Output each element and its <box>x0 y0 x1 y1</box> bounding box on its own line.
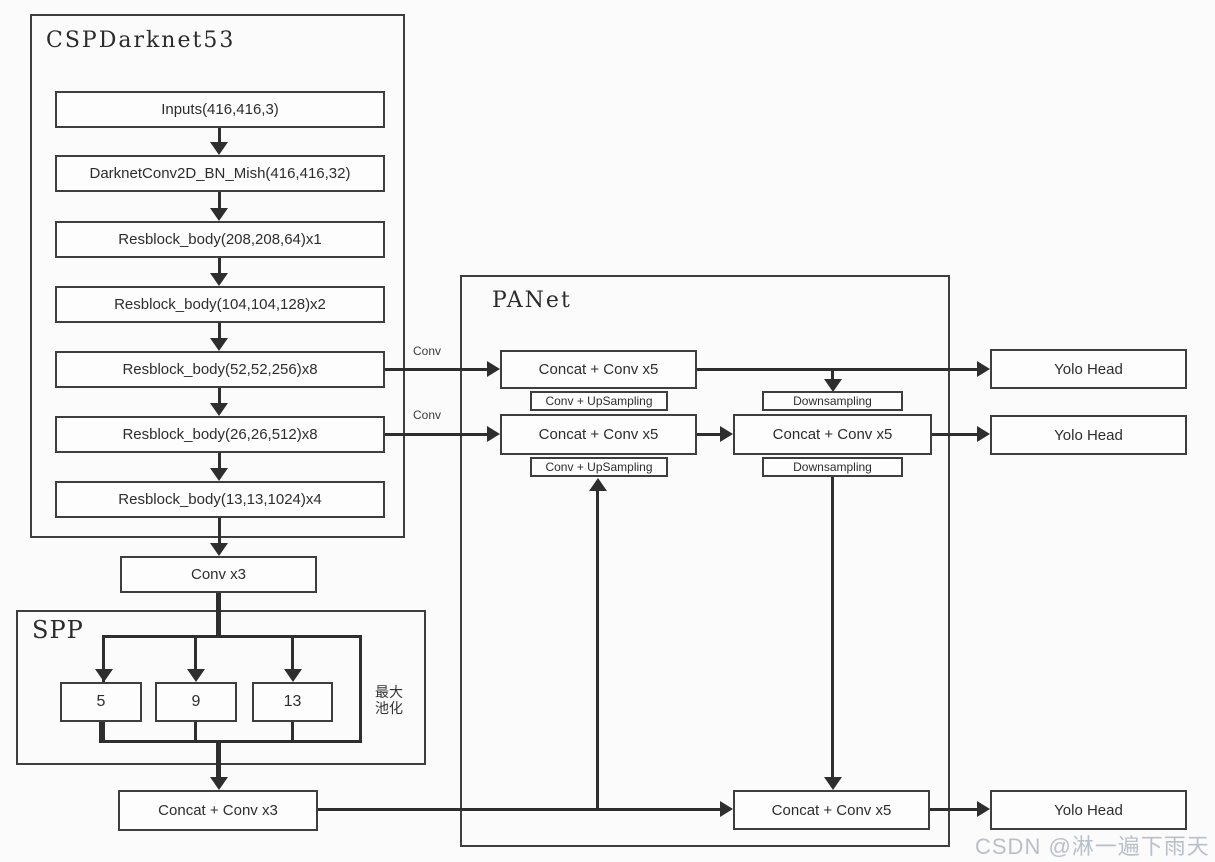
bottom-flow-line <box>318 808 722 811</box>
spp-pool-5-box: 5 <box>60 682 142 722</box>
arrow-down-icon <box>210 777 228 790</box>
branch-to-downsampling-line <box>831 368 834 380</box>
conv3-to-spp-line <box>216 593 221 635</box>
downsampling-to-bottom-line <box>831 477 834 778</box>
p3-to-head-line <box>697 368 978 371</box>
spp-merge-line <box>291 722 294 743</box>
spp-merge-line <box>194 722 197 743</box>
max-pooling-note-line2: 池化 <box>375 700 403 717</box>
arrow-down-icon <box>210 142 228 155</box>
spp-pool-13-box: 13 <box>252 682 333 722</box>
max-pooling-note: 最大 池化 <box>375 684 403 716</box>
arrow-down-icon <box>95 669 113 682</box>
backbone-layer-resblock5: Resblock_body(13,13,1024)x4 <box>55 481 385 518</box>
spp-pool-9-box: 9 <box>155 682 237 722</box>
backbone-arrow-line <box>218 323 221 338</box>
bottom-to-head-line <box>930 808 978 811</box>
conv-edge-line-p3 <box>385 368 487 371</box>
arrow-right-icon <box>487 426 500 442</box>
backbone-group-box <box>30 14 405 538</box>
backbone-arrow-line <box>218 258 221 273</box>
panet-concat-conv5-mid-left-box: Concat + Conv x5 <box>500 414 697 455</box>
backbone-to-conv3-line <box>218 518 221 543</box>
panet-title: PANet <box>492 288 572 313</box>
panet-conv-upsampling-1-box: Conv + UpSampling <box>530 391 668 411</box>
arrow-right-icon <box>977 426 990 442</box>
up-branch-line <box>596 490 599 808</box>
arrow-down-icon <box>187 669 205 682</box>
arrow-down-icon <box>210 208 228 221</box>
arrow-down-icon <box>824 777 842 790</box>
csdn-watermark: CSDN @淋一遍下雨天 <box>975 834 1210 859</box>
conv-edge-label-p3: Conv <box>413 344 442 358</box>
backbone-arrow-line <box>218 128 221 142</box>
arrow-right-icon <box>977 361 990 377</box>
concat-conv3-box: Concat + Conv x3 <box>118 790 318 831</box>
panet-concat-conv5-bottom-box: Concat + Conv x5 <box>733 790 930 830</box>
arrow-up-icon <box>589 478 607 491</box>
arrow-right-icon <box>487 361 500 377</box>
panet-concat-conv5-top-box: Concat + Conv x5 <box>500 350 697 389</box>
backbone-layer-resblock3: Resblock_body(52,52,256)x8 <box>55 351 385 388</box>
conv-edge-label-p4: Conv <box>413 408 442 422</box>
arrow-right-icon <box>977 801 990 817</box>
arrow-down-icon <box>210 543 228 556</box>
panet-conv-upsampling-2-box: Conv + UpSampling <box>530 457 668 477</box>
spp-branch-line <box>291 638 294 669</box>
max-pooling-note-line1: 最大 <box>375 684 403 700</box>
spp-title: SPP <box>32 616 84 644</box>
arrow-right-icon <box>720 426 733 442</box>
backbone-layer-resblock2: Resblock_body(104,104,128)x2 <box>55 286 385 323</box>
backbone-layer-resblock4: Resblock_body(26,26,512)x8 <box>55 416 385 453</box>
backbone-layer-resblock1: Resblock_body(208,208,64)x1 <box>55 221 385 258</box>
spp-group-box <box>16 610 426 765</box>
arrow-down-icon <box>210 273 228 286</box>
backbone-title: CSPDarknet53 <box>46 28 236 53</box>
backbone-arrow-line <box>218 453 221 468</box>
arrow-down-icon <box>210 338 228 351</box>
backbone-arrow-line <box>218 388 221 403</box>
backbone-arrow-line <box>218 192 221 208</box>
spp-branch-line <box>194 638 197 669</box>
spp-to-concat-line <box>216 743 221 777</box>
yolo-head-2-box: Yolo Head <box>990 415 1187 455</box>
panet-downsampling-2-box: Downsampling <box>762 457 903 477</box>
panet-concat-conv5-mid-right-box: Concat + Conv x5 <box>733 414 932 455</box>
panet-group-box <box>460 275 950 847</box>
conv3-box: Conv x3 <box>120 556 317 593</box>
yolo-head-3-box: Yolo Head <box>990 790 1187 830</box>
backbone-layer-darknetconv: DarknetConv2D_BN_Mish(416,416,32) <box>55 155 385 192</box>
spp-merge-line <box>99 722 102 743</box>
p4-to-mid-line <box>697 433 722 436</box>
arrow-down-icon <box>284 669 302 682</box>
arrow-down-icon <box>210 468 228 481</box>
arrow-right-icon <box>720 801 733 817</box>
arrow-down-icon <box>210 403 228 416</box>
backbone-layer-inputs: Inputs(416,416,3) <box>55 91 385 128</box>
yolo-head-1-box: Yolo Head <box>990 349 1187 389</box>
conv-edge-line-p4 <box>385 433 487 436</box>
mid-to-head-line <box>932 433 978 436</box>
panet-downsampling-1-box: Downsampling <box>762 391 903 411</box>
arrow-down-icon <box>824 379 842 392</box>
